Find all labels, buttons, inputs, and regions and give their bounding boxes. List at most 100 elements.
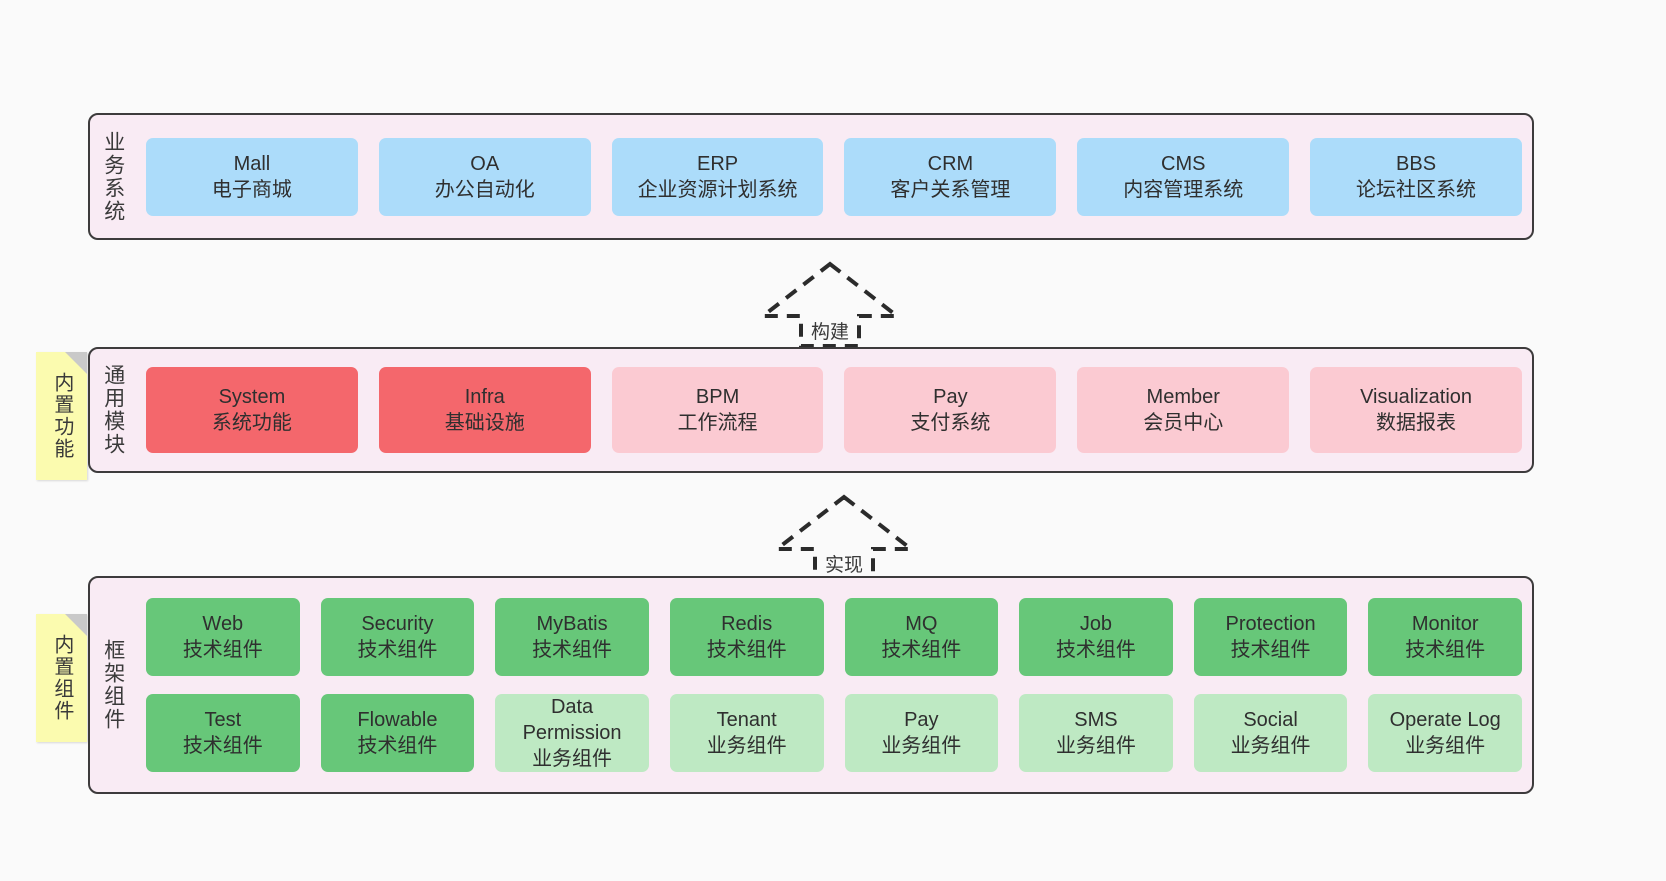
tile-subtitle: 技术组件 [532,639,613,661]
tile-infra[interactable]: Infra 基础设施 [378,367,591,453]
tile-system[interactable]: System 系统功能 [146,367,358,453]
tile-subtitle: 工作流程 [677,412,758,434]
tile-subtitle: 业务组件 [1405,735,1486,757]
tile-title: MQ [905,613,938,635]
tile-mall[interactable]: Mall 电子商城 [146,137,358,216]
tile-subtitle: 内容管理系统 [1123,178,1244,201]
tile-title: Redis [721,613,773,635]
tile-subtitle: 技术组件 [1405,639,1486,661]
tile-web[interactable]: Web 技术组件 [146,598,300,676]
tile-subtitle: 企业资源计划系统 [637,178,798,201]
tile-title: Social [1243,709,1298,731]
tile-monitor[interactable]: Monitor 技术组件 [1368,598,1522,676]
tile-operate-log[interactable]: Operate Log 业务组件 [1368,694,1522,772]
tile-title: Protection [1225,613,1316,635]
tile-title: OA [470,152,500,175]
layer-body-framework-component: Web 技术组件 Security 技术组件 MyBatis 技术组件 Redi… [136,578,1532,792]
arrow-build-shape [757,261,903,348]
tile-subtitle: 技术组件 [706,639,787,661]
tile-subtitle: 技术组件 [357,735,438,757]
layer-business-system: 业务系统 Mall 电子商城 OA 办公自动化 ERP 企业资源计划系统 CRM… [88,113,1534,240]
tile-visualization[interactable]: Visualization 数据报表 [1310,367,1522,453]
tile-subtitle: 业务组件 [1230,735,1311,757]
tile-pay-business[interactable]: Pay 业务组件 [844,694,999,772]
tile-title: System [218,386,286,408]
tile-title: Test [204,709,242,731]
tile-title: Operate Log [1389,709,1501,731]
tile-job[interactable]: Job 技术组件 [1019,598,1173,676]
note-builtin-components: 内置组件 [36,614,87,742]
tile-subtitle: 业务组件 [532,748,613,770]
note-fold-icon [65,352,87,374]
tile-title: Tenant [716,709,777,731]
tile-subtitle: 论坛社区系统 [1356,178,1477,201]
tile-bbs[interactable]: BBS 论坛社区系统 [1310,137,1522,216]
tile-subtitle: 业务组件 [706,735,787,757]
tile-cms[interactable]: CMS 内容管理系统 [1077,137,1290,216]
tile-mybatis[interactable]: MyBatis 技术组件 [495,598,649,676]
tile-test[interactable]: Test 技术组件 [146,694,300,772]
tile-protection[interactable]: Protection 技术组件 [1193,598,1348,676]
tile-subtitle: 技术组件 [357,639,438,661]
tile-flowable[interactable]: Flowable 技术组件 [320,694,475,772]
tile-subtitle: 支付系统 [910,412,991,434]
tile-title: Web [202,613,244,635]
tile-security[interactable]: Security 技术组件 [320,598,475,676]
layer-title-common-module: 通用模块 [101,364,125,456]
tile-title: MyBatis [536,613,608,635]
note-label: 内置功能 [50,372,73,460]
tile-subtitle: 技术组件 [182,735,263,757]
note-fold-icon [65,614,87,636]
layer-framework-component: 框架组件 Web 技术组件 Security 技术组件 MyBatis 技术组件… [88,576,1534,794]
tile-title: BPM [695,386,740,408]
layer-title-framework-component: 框架组件 [101,639,125,731]
tile-title: BBS [1396,152,1437,175]
tile-subtitle: 会员中心 [1143,412,1224,434]
tile-title: CMS [1161,152,1206,175]
arrow-build: 构建 [755,258,905,350]
tile-title: Flowable [357,709,438,731]
tile-subtitle: 技术组件 [1055,639,1136,661]
arrow-implement: 实现 [769,491,919,583]
tile-title: Security [361,613,434,635]
tile-social[interactable]: Social 业务组件 [1193,694,1348,772]
tile-oa[interactable]: OA 办公自动化 [378,137,591,216]
tile-sms[interactable]: SMS 业务组件 [1019,694,1173,772]
tile-erp[interactable]: ERP 企业资源计划系统 [611,137,824,216]
tile-title: SMS [1074,709,1118,731]
tile-subtitle: 电子商城 [211,178,292,201]
tile-title: Pay [904,709,939,731]
tile-title: Visualization [1360,386,1473,408]
tile-title: Member [1146,386,1220,408]
tile-title: ERP [697,152,739,175]
arrow-build-label: 构建 [810,322,849,343]
framework-tile-row-2: Test 技术组件 Flowable 技术组件 Data Permission … [146,694,1522,772]
note-label: 内置组件 [50,634,73,722]
tile-crm[interactable]: CRM 客户关系管理 [844,137,1057,216]
tile-subtitle: 技术组件 [1230,639,1311,661]
tile-subtitle: 客户关系管理 [890,178,1011,201]
tile-tenant[interactable]: Tenant 业务组件 [669,694,824,772]
tile-title: Data Permission [522,696,622,744]
tile-subtitle: 技术组件 [881,639,962,661]
tile-subtitle: 系统功能 [211,412,292,434]
tile-bpm[interactable]: BPM 工作流程 [611,367,824,453]
arrow-implement-label: 实现 [824,555,863,576]
tile-title: Monitor [1411,613,1479,635]
layer-body-common-module: System 系统功能 Infra 基础设施 BPM 工作流程 Pay 支付系统… [136,349,1532,471]
tile-title: CRM [927,152,974,175]
tile-pay[interactable]: Pay 支付系统 [844,367,1057,453]
layer-common-module: 通用模块 System 系统功能 Infra 基础设施 BPM 工作流程 Pay… [88,347,1534,473]
tile-member[interactable]: Member 会员中心 [1077,367,1290,453]
tile-title: Mall [233,152,271,175]
tile-redis[interactable]: Redis 技术组件 [669,598,824,676]
tile-data-permission[interactable]: Data Permission 业务组件 [495,694,649,772]
tile-subtitle: 数据报表 [1376,412,1457,434]
common-tile-row: System 系统功能 Infra 基础设施 BPM 工作流程 Pay 支付系统… [146,367,1522,453]
tile-subtitle: 技术组件 [182,639,263,661]
tile-subtitle: 业务组件 [881,735,962,757]
layer-body-business-system: Mall 电子商城 OA 办公自动化 ERP 企业资源计划系统 CRM 客户关系… [136,115,1532,238]
tile-title: Job [1079,613,1113,635]
tile-mq[interactable]: MQ 技术组件 [844,598,999,676]
